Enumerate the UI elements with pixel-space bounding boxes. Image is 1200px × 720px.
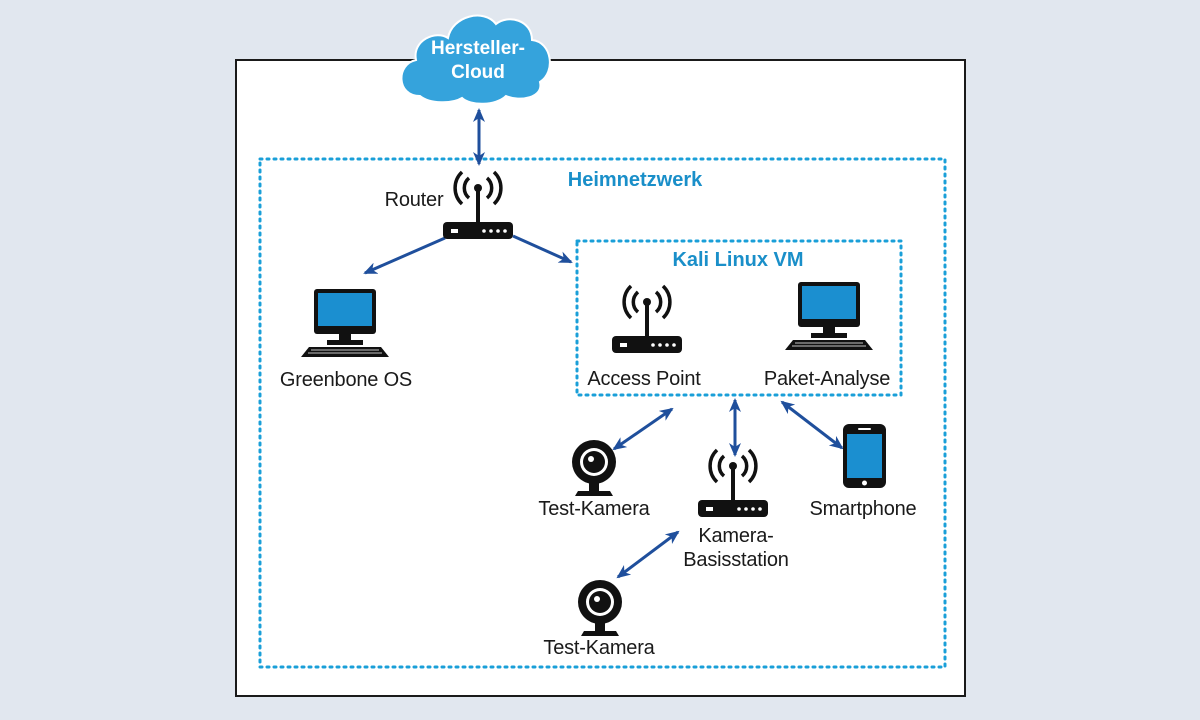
home-network-title: Heimnetzwerk xyxy=(567,169,703,191)
access-point-label: Access Point xyxy=(587,368,701,390)
kali-vm-title: Kali Linux VM xyxy=(672,249,804,271)
arrow-analysis-smartphone xyxy=(780,400,844,450)
base-station-label-line2: Basisstation xyxy=(683,549,789,571)
arrow-basestation-camera2 xyxy=(616,530,680,579)
cloud-label-line1: Hersteller- xyxy=(431,38,525,59)
smartphone-icon xyxy=(843,424,886,488)
packet-analysis-label: Paket-Analyse xyxy=(763,368,891,390)
router-label: Router xyxy=(384,189,444,211)
smartphone-label: Smartphone xyxy=(809,498,917,520)
arrow-router-kali xyxy=(512,234,573,264)
greenbone-label: Greenbone OS xyxy=(279,369,413,391)
arrow-router-greenbone xyxy=(363,236,446,275)
base-station-label-line1: Kamera- xyxy=(698,525,774,547)
home-network-zone xyxy=(258,157,947,669)
kali-vm-zone xyxy=(575,239,903,397)
base-station-label: Kamera- Basisstation xyxy=(683,524,789,572)
cloud-label-line2: Cloud xyxy=(451,62,505,83)
test-camera-label: Test-Kamera xyxy=(543,637,655,659)
cloud-icon xyxy=(400,14,551,105)
test-camera-label: Test-Kamera xyxy=(538,498,650,520)
cloud-label: Hersteller- Cloud xyxy=(431,37,525,85)
arrow-accesspoint-camera1 xyxy=(612,407,674,451)
